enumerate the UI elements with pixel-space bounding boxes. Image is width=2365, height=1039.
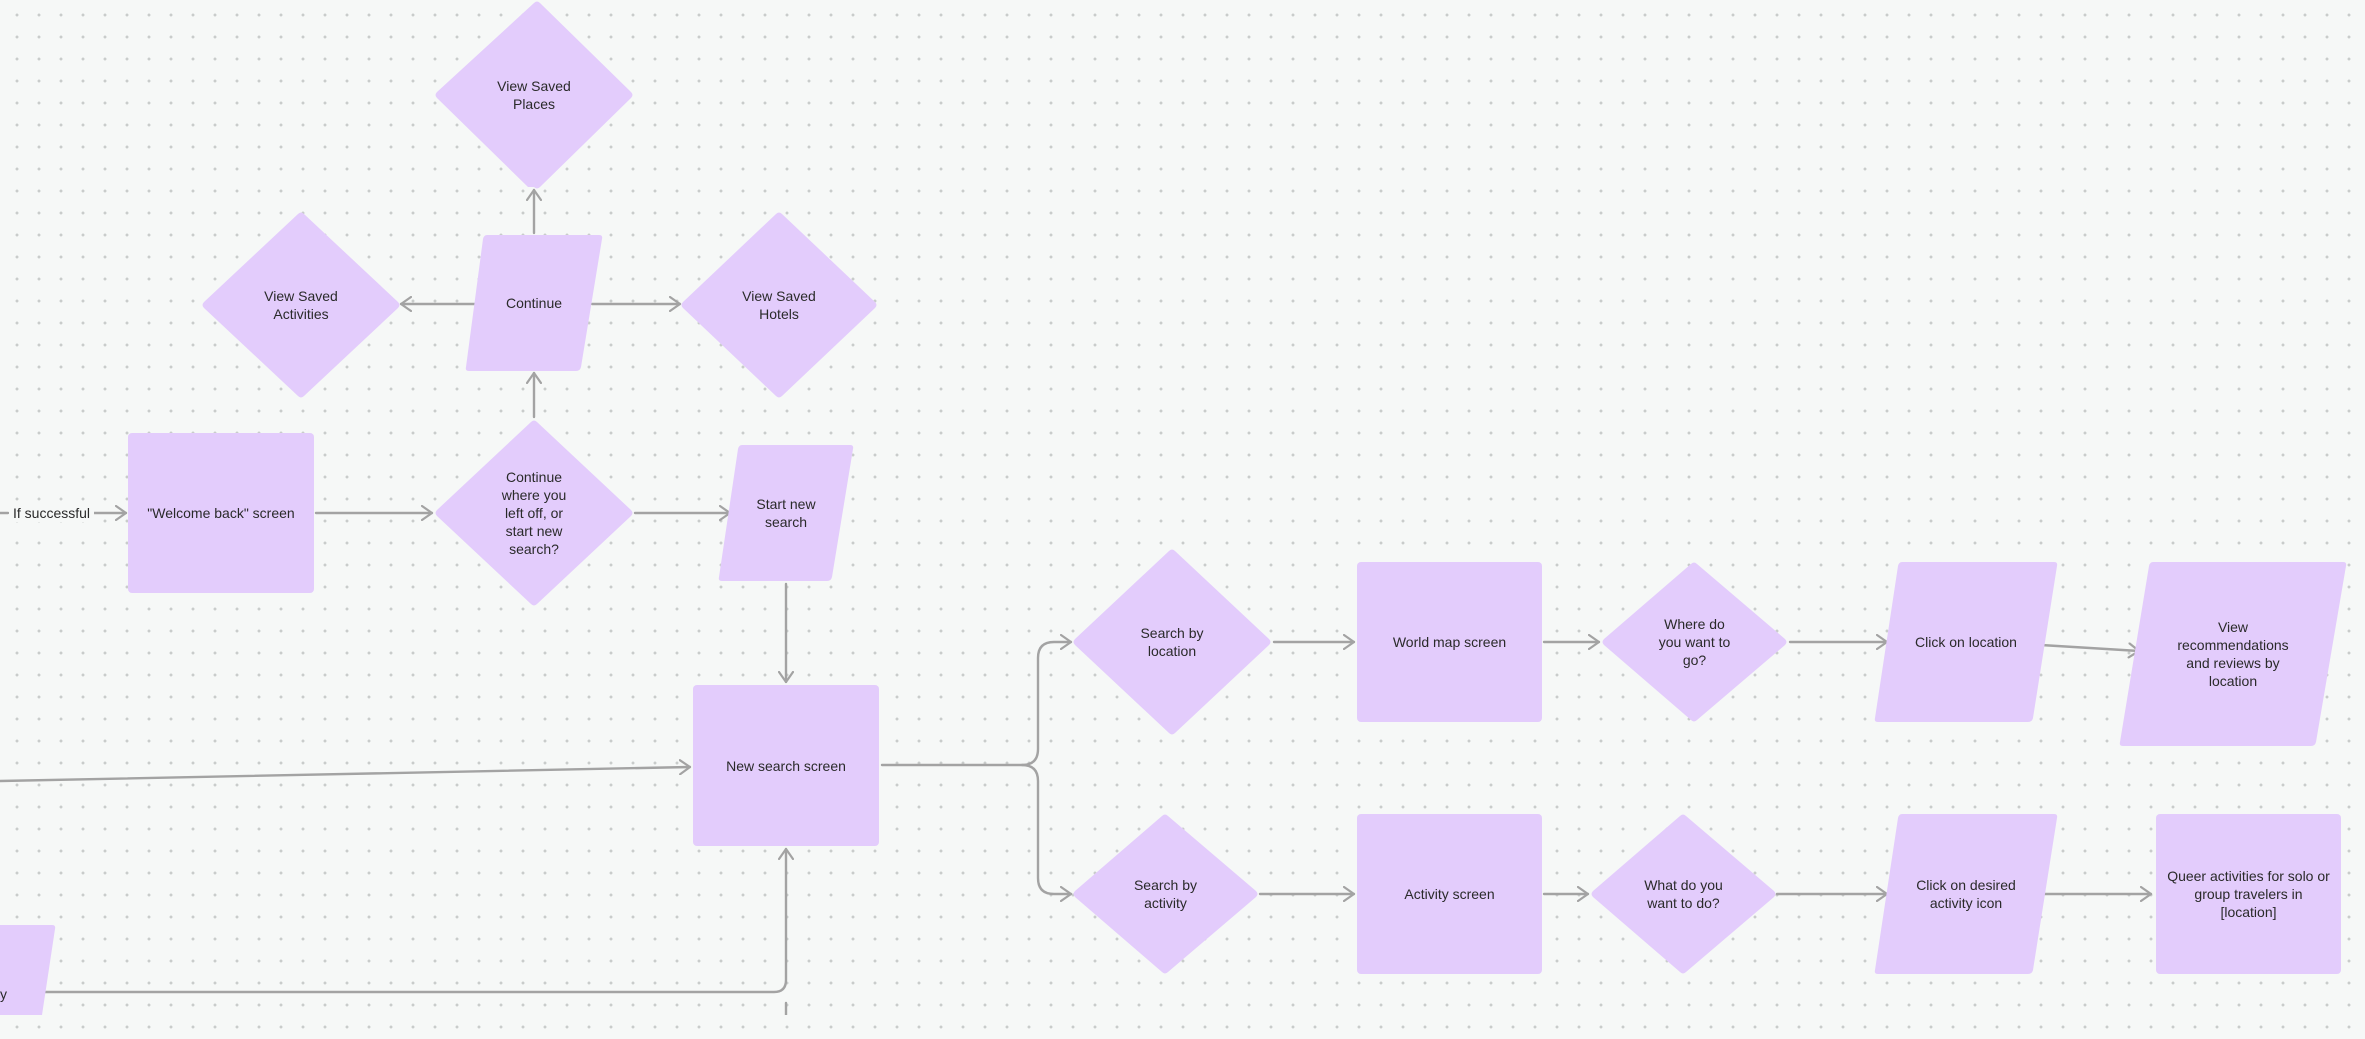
node-continue-or-new-search[interactable]: Continue where you left off, or start ne… — [434, 419, 634, 607]
node-view-saved-activities[interactable]: View Saved Activities — [201, 211, 401, 399]
node-label: View Saved Hotels — [742, 288, 816, 322]
node-label: Continue where you left off, or start ne… — [501, 469, 567, 557]
node-label: Click on location — [1915, 634, 2017, 650]
edge-bottom-left-to-new-search — [36, 847, 786, 994]
connector-layer — [0, 188, 2153, 1015]
parallelogram-shape — [1874, 562, 2058, 722]
parallelogram-shape — [0, 925, 56, 1015]
node-label: Activity screen — [1404, 886, 1495, 902]
node-new-search-screen[interactable]: New search screen — [693, 685, 879, 846]
node-label: y — [0, 986, 7, 1002]
node-label: Search by location — [1140, 625, 1204, 659]
node-what-do-you-want-to-do[interactable]: What do you want to do? — [1590, 813, 1777, 975]
diamond-shape — [1602, 562, 1787, 722]
node-label: Start new search — [756, 496, 816, 530]
node-label: "Welcome back" screen — [147, 505, 295, 521]
diamond-shape — [435, 1, 633, 189]
rectangle-shape — [2156, 814, 2341, 974]
node-label: View Saved Activities — [264, 288, 338, 322]
edge-new-search-to-location — [880, 642, 1073, 767]
diamond-shape — [1073, 814, 1258, 974]
diamond-shape — [1591, 814, 1776, 974]
node-label: New search screen — [726, 757, 846, 774]
node-label: Click on desired activity icon — [1916, 877, 2016, 911]
edge-new-search-to-activity — [1020, 763, 1073, 894]
node-label: Search by activity — [1133, 877, 1198, 911]
node-search-by-location[interactable]: Search by location — [1072, 548, 1272, 736]
diamond-shape — [202, 212, 400, 398]
node-where-do-you-want-to-go[interactable]: Where do you want to go? — [1601, 561, 1788, 723]
node-label: View recommendations and reviews by loca… — [2177, 619, 2289, 689]
node-label: World map screen — [1392, 634, 1507, 650]
node-view-recommendations[interactable]: View recommendations and reviews by loca… — [2119, 562, 2347, 746]
node-label: Queer activities for solo or group trave… — [2167, 868, 2330, 920]
rectangle-shape — [128, 433, 314, 593]
edge-label-if-successful: If successful — [9, 504, 95, 522]
node-search-by-activity[interactable]: Search by activity — [1072, 813, 1259, 975]
diamond-shape — [681, 212, 877, 398]
parallelogram-shape — [718, 445, 854, 581]
node-world-map-screen[interactable]: World map screen — [1357, 562, 1542, 722]
node-activity-screen[interactable]: Activity screen — [1357, 814, 1542, 974]
node-queer-activities[interactable]: Queer activities for solo or group trave… — [2156, 814, 2341, 974]
rectangle-shape — [693, 685, 879, 846]
parallelogram-shape — [2119, 562, 2347, 746]
node-view-saved-hotels[interactable]: View Saved Hotels — [680, 211, 878, 399]
node-label: What do you want to do? — [1644, 877, 1723, 911]
node-label: View Saved Places — [497, 78, 571, 112]
edge-left-to-new-search — [0, 767, 692, 783]
node-click-on-activity-icon[interactable]: Click on desired activity icon — [1874, 814, 2058, 974]
node-label: Where do you want to go? — [1658, 616, 1731, 668]
node-label: Continue — [505, 295, 563, 311]
node-view-saved-places[interactable]: View Saved Places — [434, 0, 634, 190]
node-welcome-back-screen[interactable]: "Welcome back" screen — [128, 433, 314, 593]
node-partial-bottom-left[interactable]: y — [0, 925, 56, 1015]
diamond-shape — [1073, 549, 1271, 735]
node-click-on-location[interactable]: Click on location — [1874, 562, 2058, 722]
node-start-new-search[interactable]: Start new search — [718, 445, 854, 581]
parallelogram-shape — [465, 235, 603, 371]
parallelogram-shape — [1874, 814, 2058, 974]
edge-click-location-to-recommendations — [2039, 645, 2141, 651]
diamond-shape — [435, 420, 633, 606]
rectangle-shape — [1357, 814, 1542, 974]
rectangle-shape — [1357, 562, 1542, 722]
flowchart-canvas: { "colors": { "node_fill": "#e3ccfc", "c… — [0, 0, 2365, 1015]
node-continue[interactable]: Continue — [465, 235, 603, 371]
